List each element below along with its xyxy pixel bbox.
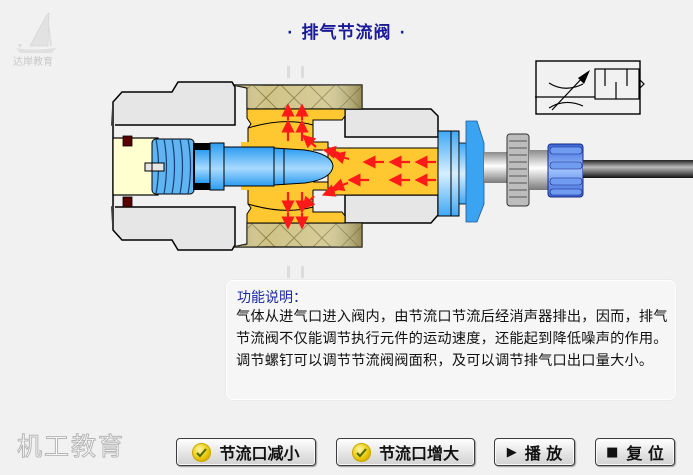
function-description-heading: 功能说明： (237, 290, 307, 306)
title-text: 排气节流阀 (301, 23, 392, 43)
title-dot-right: · (399, 25, 406, 41)
valve-body (111, 81, 236, 126)
title-dot-left: · (287, 25, 294, 41)
page-title: · 排气节流阀 · (0, 18, 693, 43)
throttle-spool (209, 142, 334, 191)
seal-top (122, 135, 133, 147)
check-icon (192, 442, 212, 462)
guide-marks (287, 66, 304, 278)
valve-cross-section-diagram (111, 66, 693, 278)
throttle-increase-button[interactable]: 节流口增大 (336, 438, 475, 466)
check-icon (351, 442, 371, 462)
throttle-decrease-label: 节流口减小 (219, 444, 300, 463)
silencer-knurl-top (232, 84, 363, 110)
play-label: 播 放 (524, 444, 563, 463)
function-description-text: 气体从进气口进入阀内，由节流口节流后经消声器排出，因而，排气节流阀不仅能调节执行… (236, 309, 668, 369)
throttle-increase-label: 节流口增大 (378, 444, 459, 463)
play-icon: ▶ (506, 444, 517, 460)
seal-bottom (122, 196, 133, 208)
adjustable-throttle-with-silencer-symbol (535, 60, 645, 115)
brand-watermark: 机工教育 (16, 432, 126, 462)
function-description-panel: 功能说明： 气体从进气口进入阀内，由节流口节流后经消声器排出，因而，排气节流阀不… (226, 280, 676, 400)
throttle-decrease-button[interactable]: 节流口减小 (176, 438, 316, 466)
logo-text: 达岸教育 (13, 57, 53, 68)
adjusting-screw (151, 138, 195, 195)
reset-label: 复 位 (626, 444, 664, 463)
reset-button[interactable]: ■ 复 位 (595, 438, 675, 466)
sailboat-icon (16, 12, 56, 53)
outlet-fitting (437, 120, 693, 223)
flow-arrows (281, 103, 436, 230)
stop-icon: ■ (606, 444, 619, 460)
play-button[interactable]: ▶ 播 放 (494, 438, 575, 466)
silencer-knurl-bottom (232, 222, 363, 248)
